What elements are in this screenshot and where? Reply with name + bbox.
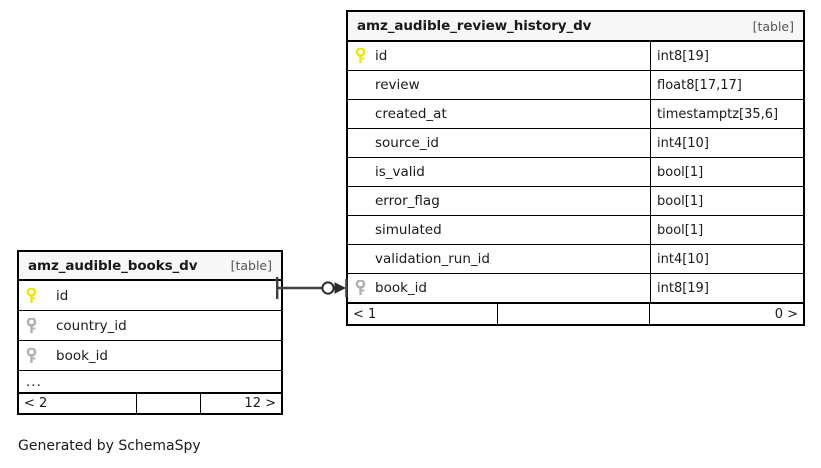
column-name-cell: id <box>348 42 650 70</box>
table-row[interactable]: source_id int4[10] <box>348 129 803 158</box>
column-type: int8[19] <box>650 42 803 70</box>
table-node-amz-audible-books-dv[interactable]: amz_audible_books_dv [table] id <box>17 250 283 415</box>
table-row[interactable]: id int8[19] <box>348 42 803 71</box>
table-row[interactable]: id <box>19 281 281 311</box>
column-name-cell: review <box>348 71 650 99</box>
footer-middle-cell <box>136 394 200 413</box>
column-name: id <box>56 287 69 304</box>
column-type: float8[17,17] <box>650 71 803 99</box>
table-title: amz_audible_books_dv <box>28 257 198 274</box>
column-name: id <box>375 48 388 64</box>
column-name: book_id <box>56 347 108 364</box>
table-row[interactable]: book_id int8[19] <box>348 274 803 303</box>
table-row[interactable]: error_flag bool[1] <box>348 187 803 216</box>
column-type: int4[10] <box>650 129 803 157</box>
footer-parent-count[interactable]: < 2 <box>24 396 48 411</box>
footer-middle-cell <box>497 304 649 324</box>
footer-child-count[interactable]: 12 > <box>200 394 281 413</box>
column-name: created_at <box>375 106 447 122</box>
column-name: book_id <box>375 280 427 296</box>
relationship-connector-books-to-review-history <box>276 277 348 299</box>
table-node-amz-audible-review-history-dv[interactable]: amz_audible_review_history_dv [table] id… <box>346 10 805 326</box>
footer-parent-count[interactable]: < 1 <box>353 306 377 322</box>
column-type: int8[19] <box>650 274 803 302</box>
table-row[interactable]: country_id <box>19 311 281 341</box>
column-name: validation_run_id <box>375 251 490 267</box>
more-columns-indicator[interactable]: ... <box>19 371 281 393</box>
column-name-cell: country_id <box>19 311 281 340</box>
column-type: bool[1] <box>650 216 803 244</box>
table-row[interactable]: validation_run_id int4[10] <box>348 245 803 274</box>
primary-key-icon <box>26 287 56 304</box>
table-row[interactable]: created_at timestamptz[35,6] <box>348 100 803 129</box>
column-type: int4[10] <box>650 245 803 273</box>
column-name-cell: is_valid <box>348 158 650 186</box>
column-type: bool[1] <box>650 187 803 215</box>
column-name-cell: book_id <box>348 274 650 302</box>
footer-child-count[interactable]: 0 > <box>649 304 803 324</box>
column-name-cell: validation_run_id <box>348 245 650 273</box>
table-row[interactable]: is_valid bool[1] <box>348 158 803 187</box>
foreign-key-icon <box>26 317 56 334</box>
column-name-cell: book_id <box>19 341 281 370</box>
column-name: simulated <box>375 222 442 238</box>
column-name-cell: id <box>19 281 281 310</box>
column-type: timestamptz[35,6] <box>650 100 803 128</box>
column-name: is_valid <box>375 164 425 180</box>
schemaspy-credit: Generated by SchemaSpy <box>18 438 201 454</box>
column-name: source_id <box>375 135 439 151</box>
table-footer: < 2 12 > <box>19 393 281 413</box>
column-name: error_flag <box>375 193 440 209</box>
column-name: country_id <box>56 317 127 334</box>
column-name-cell: error_flag <box>348 187 650 215</box>
column-name-cell: created_at <box>348 100 650 128</box>
foreign-key-icon <box>355 280 375 296</box>
foreign-key-icon <box>26 347 56 364</box>
table-row[interactable]: book_id <box>19 341 281 371</box>
table-header: amz_audible_books_dv [table] <box>19 252 281 281</box>
column-name-cell: source_id <box>348 129 650 157</box>
table-title: amz_audible_review_history_dv <box>357 18 592 34</box>
table-type-tag: [table] <box>230 258 272 273</box>
table-header: amz_audible_review_history_dv [table] <box>348 12 803 42</box>
table-footer: < 1 0 > <box>348 303 803 324</box>
table-row[interactable]: simulated bool[1] <box>348 216 803 245</box>
primary-key-icon <box>355 48 375 64</box>
table-type-tag: [table] <box>752 18 794 34</box>
table-row[interactable]: review float8[17,17] <box>348 71 803 100</box>
column-name: review <box>375 77 420 93</box>
column-type: bool[1] <box>650 158 803 186</box>
column-name-cell: simulated <box>348 216 650 244</box>
